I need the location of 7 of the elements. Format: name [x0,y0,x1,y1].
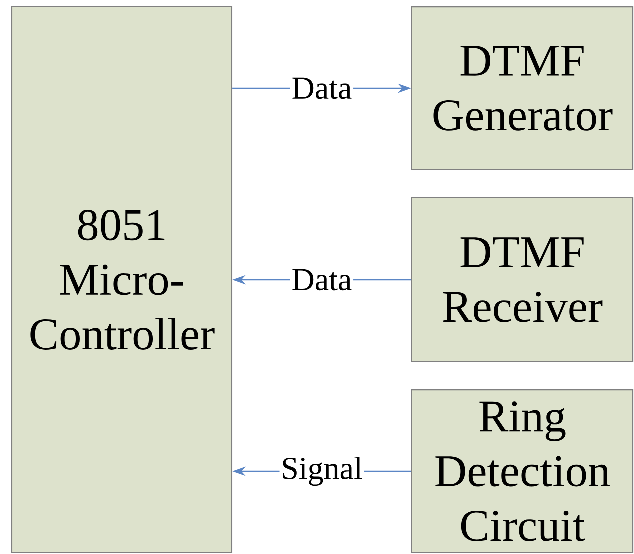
edge-label: Data [290,76,354,100]
edge-label: Data [290,268,354,292]
process-box: DTMF Generator [411,6,634,170]
edge-label: Signal [280,456,364,488]
process-box: 8051 Micro- Controller [11,6,233,554]
process-box: Ring Detection Circuit [411,390,634,554]
process-box: DTMF Receiver [411,197,634,363]
